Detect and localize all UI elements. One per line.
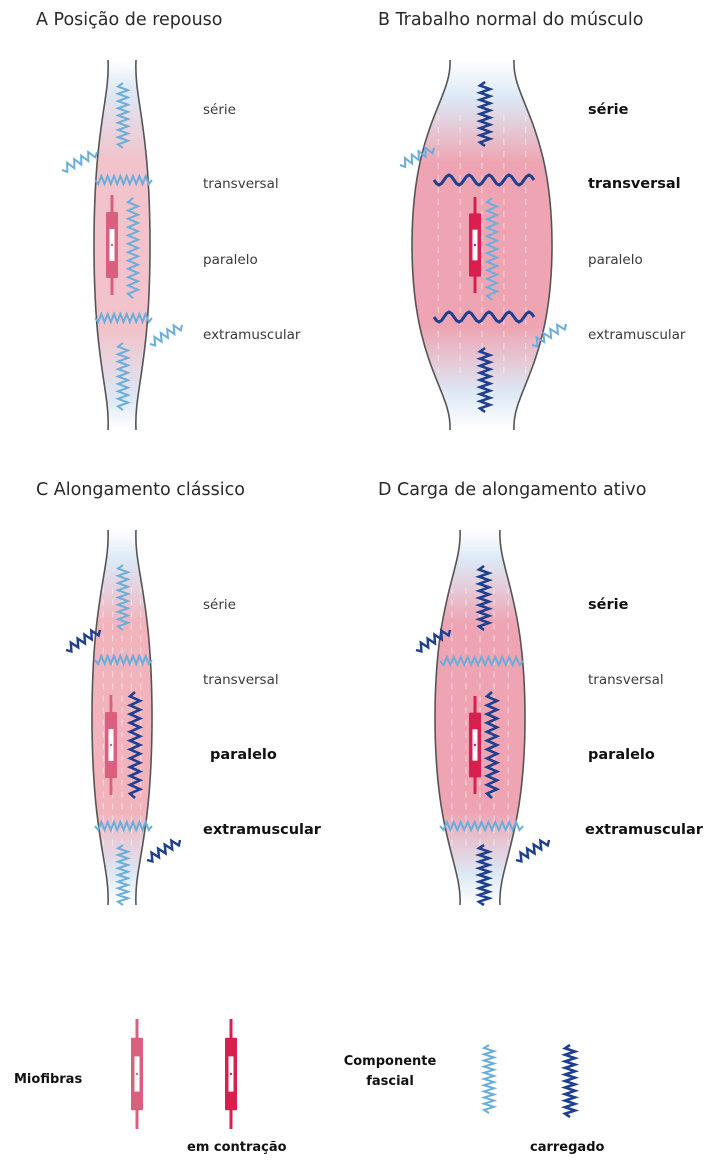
panel-c-label-serie: série [203, 597, 236, 613]
legend-spring-loaded [565, 1045, 575, 1117]
panel-b-label-extramuscular: extramuscular [588, 327, 685, 343]
panel-c-label-paralelo: paralelo [210, 747, 277, 763]
legend-componente: Componente [340, 1052, 440, 1072]
panel-d-title: D Carga de alongamento ativo [378, 480, 646, 500]
legend-miofibras: Miofibras [14, 1070, 82, 1090]
panel-a-myofibril-dot [111, 244, 113, 246]
panel-b-label-transversal: transversal [588, 176, 681, 192]
panel-d-label-paralelo: paralelo [588, 747, 655, 763]
panel-a-label-transversal: transversal [203, 176, 279, 192]
panel-c-myofibril-dot [110, 744, 112, 746]
panel-c-label-extramuscular: extramuscular [203, 822, 321, 838]
legend-em-contracao: em contração [187, 1138, 287, 1158]
panel-d-label-transversal: transversal [588, 672, 664, 688]
panel-d-spring-extramuscular-right [516, 840, 549, 861]
panel-d-myofibril-dot [474, 744, 476, 746]
panel-b-myofibril-dot [474, 244, 476, 246]
panel-d-label-extramuscular: extramuscular [585, 822, 703, 838]
legend-myofibril-contracted [225, 1019, 237, 1129]
legend-myofibril-relaxed-dot [136, 1073, 138, 1075]
panel-b-label-serie: série [588, 102, 628, 118]
panel-c-spring-extramuscular-right [147, 840, 180, 861]
legend-carregado: carregado [530, 1138, 604, 1158]
panel-a-spring-extramuscular-right [150, 325, 182, 346]
legend-spring-relaxed [484, 1045, 494, 1113]
legend-myofibril-contracted-dot [230, 1073, 232, 1075]
panel-a-title: A Posição de repouso [36, 10, 223, 30]
panel-d-label-serie: série [588, 597, 628, 613]
legend-fascial: fascial [340, 1072, 440, 1092]
panel-a-label-extramuscular: extramuscular [203, 327, 300, 343]
panel-c-label-transversal: transversal [203, 672, 279, 688]
panel-b-label-paralelo: paralelo [588, 252, 643, 268]
panel-c-title: C Alongamento clássico [36, 480, 245, 500]
panel-a-spring-extramuscular-left [62, 152, 97, 172]
legend-myofibril-relaxed [131, 1019, 143, 1129]
panel-a-label-paralelo: paralelo [203, 252, 258, 268]
panel-a-label-serie: série [203, 102, 236, 118]
panel-b-title: B Trabalho normal do músculo [378, 10, 643, 30]
